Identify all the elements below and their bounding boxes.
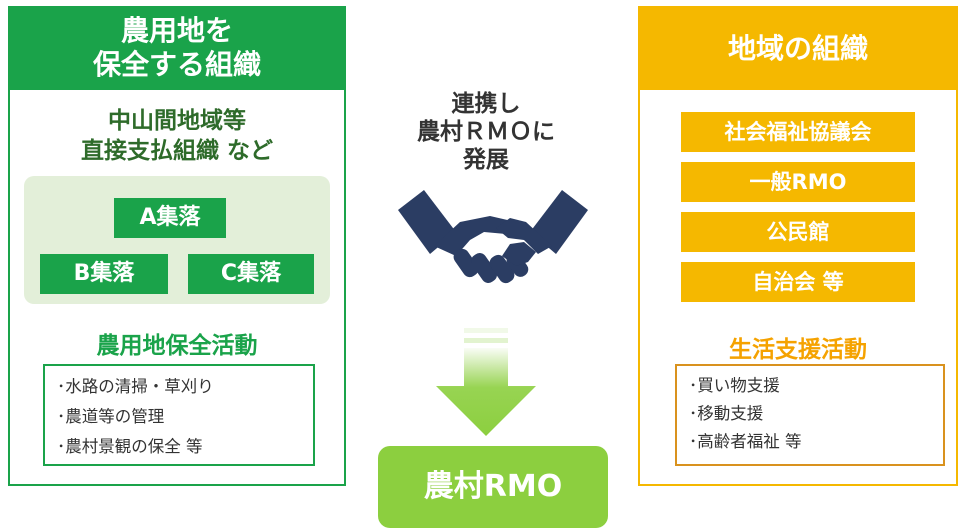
list-item: ･移動支援 (689, 404, 764, 423)
org-item: 公民館 (681, 212, 915, 252)
right-activity-title: 生活支援活動 (729, 337, 867, 363)
center-caption-line2: 農村ＲＭＯに (417, 119, 555, 145)
right-activity-list: ･買い物支援 ･移動支援 ･高齢者福祉 等 (675, 364, 945, 466)
hamlet-c: C集落 (188, 254, 314, 294)
center-caption-line1: 連携し (451, 91, 521, 117)
list-item: ･買い物支援 (689, 376, 780, 395)
hamlet-b: B集落 (40, 254, 168, 294)
list-item: ･農道等の管理 (57, 407, 165, 426)
left-panel-header: 農用地を 保全する組織 (10, 8, 344, 90)
right-panel-header: 地域の組織 (640, 8, 956, 90)
left-title-line1: 中山間地域等 (108, 108, 246, 134)
org-item: 一般RMO (681, 162, 915, 202)
org-item: 自治会 等 (681, 262, 915, 302)
center-caption-line3: 発展 (463, 147, 509, 173)
hamlet-a: A集落 (114, 198, 226, 238)
left-header-line1: 農用地を (120, 14, 233, 47)
right-panel: 地域の組織 社会福祉協議会 一般RMO 公民館 自治会 等 生活支援活動 ･買い… (638, 6, 958, 486)
result-rmo-box: 農村RMO (378, 446, 608, 528)
left-activity-title: 農用地保全活動 (96, 333, 258, 359)
hamlet-group: A集落 B集落 C集落 (24, 176, 330, 304)
left-title-line2: 直接支払組織 など (80, 138, 273, 164)
left-header-line2: 保全する組織 (92, 48, 261, 81)
center-caption: 連携し 農村ＲＭＯに 発展 (370, 90, 602, 174)
org-item: 社会福祉協議会 (681, 112, 915, 152)
left-activity-list: ･水路の清掃・草刈り ･農道等の管理 ･農村景観の保全 等 (43, 364, 315, 466)
down-arrow-icon (436, 328, 536, 438)
list-item: ･水路の清掃・草刈り (57, 377, 214, 396)
left-organization-title: 中山間地域等 直接支払組織 など (10, 106, 344, 166)
handshake-icon (398, 182, 588, 292)
list-item: ･農村景観の保全 等 (57, 437, 203, 456)
left-panel: 農用地を 保全する組織 中山間地域等 直接支払組織 など A集落 B集落 C集落… (8, 6, 346, 486)
list-item: ･高齢者福祉 等 (689, 432, 802, 451)
